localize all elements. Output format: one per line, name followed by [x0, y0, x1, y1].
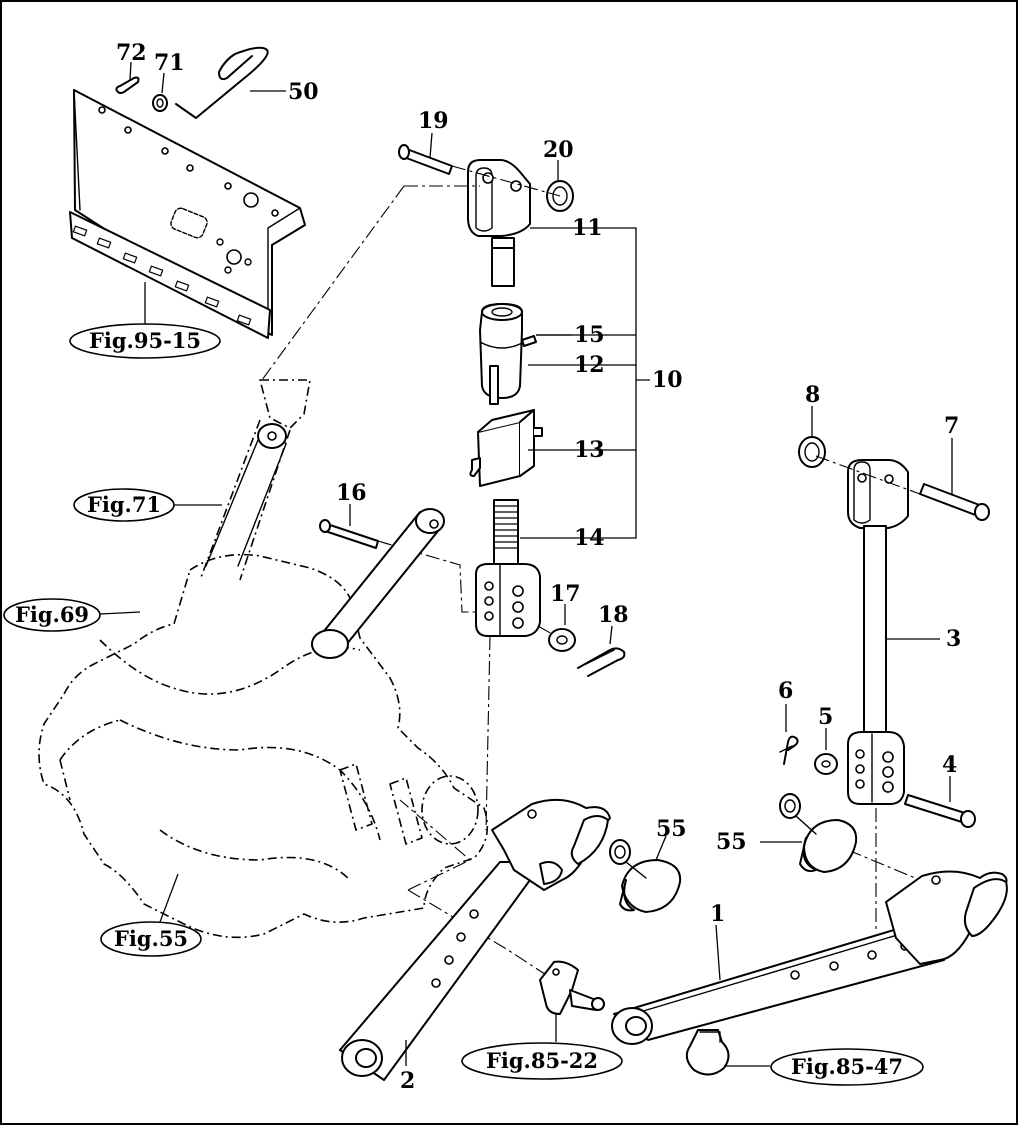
- part-label-8: 8: [805, 382, 820, 408]
- transmission-housing-outline: [38, 379, 489, 939]
- lift-arm: [311, 508, 445, 659]
- part-label-1: 1: [710, 901, 725, 927]
- figure-reference-label: Fig.85-47: [791, 1054, 903, 1079]
- part-label-12: 12: [574, 352, 605, 378]
- clip-18: [577, 625, 626, 677]
- part-label-18: 18: [598, 602, 629, 628]
- washer-17: [548, 604, 576, 652]
- figure-reference-label: Fig.95-15: [89, 328, 201, 353]
- part-label-71: 71: [154, 50, 185, 76]
- collar-13: [469, 409, 543, 487]
- top-link-end-14: [475, 499, 541, 637]
- turnbuckle-12: [479, 303, 537, 405]
- lower-link-1: [611, 870, 1008, 1045]
- part-label-10: 10: [652, 367, 683, 393]
- part-number-labels: 72 71 50 19 20 11 15 12 10 13 14 16 17 1…: [116, 40, 961, 1094]
- lift-rod-3: [847, 459, 940, 805]
- top-link-outline-fig71: [205, 423, 287, 567]
- part-label-4: 4: [942, 752, 957, 778]
- figure-reference-label: Fig.55: [114, 926, 188, 951]
- part-label-7: 7: [944, 413, 959, 439]
- figure-reference-fig55[interactable]: Fig.55: [100, 873, 202, 957]
- figure-reference-fig69[interactable]: Fig.69: [3, 598, 141, 632]
- ball-55-left: [609, 835, 682, 913]
- pin-4: [904, 776, 976, 828]
- latch-fig85-47: [685, 1029, 770, 1076]
- part-label-72: 72: [116, 40, 147, 66]
- part-label-19: 19: [418, 108, 449, 134]
- pin-19: [398, 132, 453, 175]
- figure-reference-fig95-15[interactable]: Fig.95-15: [69, 323, 221, 359]
- pin-7: [919, 438, 990, 521]
- part-label-3: 3: [946, 626, 961, 652]
- part-label-55-right: 55: [716, 829, 747, 855]
- part-label-20: 20: [543, 137, 574, 163]
- part-label-50: 50: [288, 79, 319, 105]
- ring-8: [798, 406, 826, 468]
- pin-16: [319, 504, 379, 549]
- group-bracket-10: [520, 227, 650, 539]
- ball-55-right: [760, 793, 858, 873]
- part-label-11: 11: [572, 215, 603, 241]
- part-label-6: 6: [778, 678, 793, 704]
- figure-reference-fig85-47[interactable]: Fig.85-47: [770, 1048, 924, 1086]
- part-label-5: 5: [818, 704, 833, 730]
- figure-reference-label: Fig.71: [87, 492, 161, 517]
- clip-6: [779, 704, 799, 765]
- assembly-center-lines: [261, 165, 921, 1011]
- figure-reference-fig71[interactable]: Fig.71: [73, 488, 222, 522]
- part-label-14: 14: [574, 525, 605, 551]
- ring-20: [546, 160, 574, 212]
- part-label-16: 16: [336, 480, 367, 506]
- small-pin-72: [115, 61, 140, 94]
- figure-reference-label: Fig.69: [15, 602, 89, 627]
- top-link-end-11: [467, 159, 531, 287]
- part-label-13: 13: [574, 437, 605, 463]
- figure-reference-fig85-22[interactable]: Fig.85-22: [461, 1042, 623, 1080]
- lynch-pin-50: [175, 46, 286, 119]
- figure-reference-label: Fig.85-22: [486, 1048, 598, 1073]
- part-label-2: 2: [400, 1068, 415, 1094]
- swivel-fig85-22: [539, 960, 605, 1042]
- drawbar-bracket: [69, 89, 306, 339]
- part-label-17: 17: [550, 581, 581, 607]
- lower-link-2: [339, 798, 611, 1081]
- part-label-15: 15: [574, 322, 605, 348]
- washer-5: [814, 728, 838, 775]
- part-label-55-left: 55: [656, 816, 687, 842]
- washer-71: [152, 72, 168, 112]
